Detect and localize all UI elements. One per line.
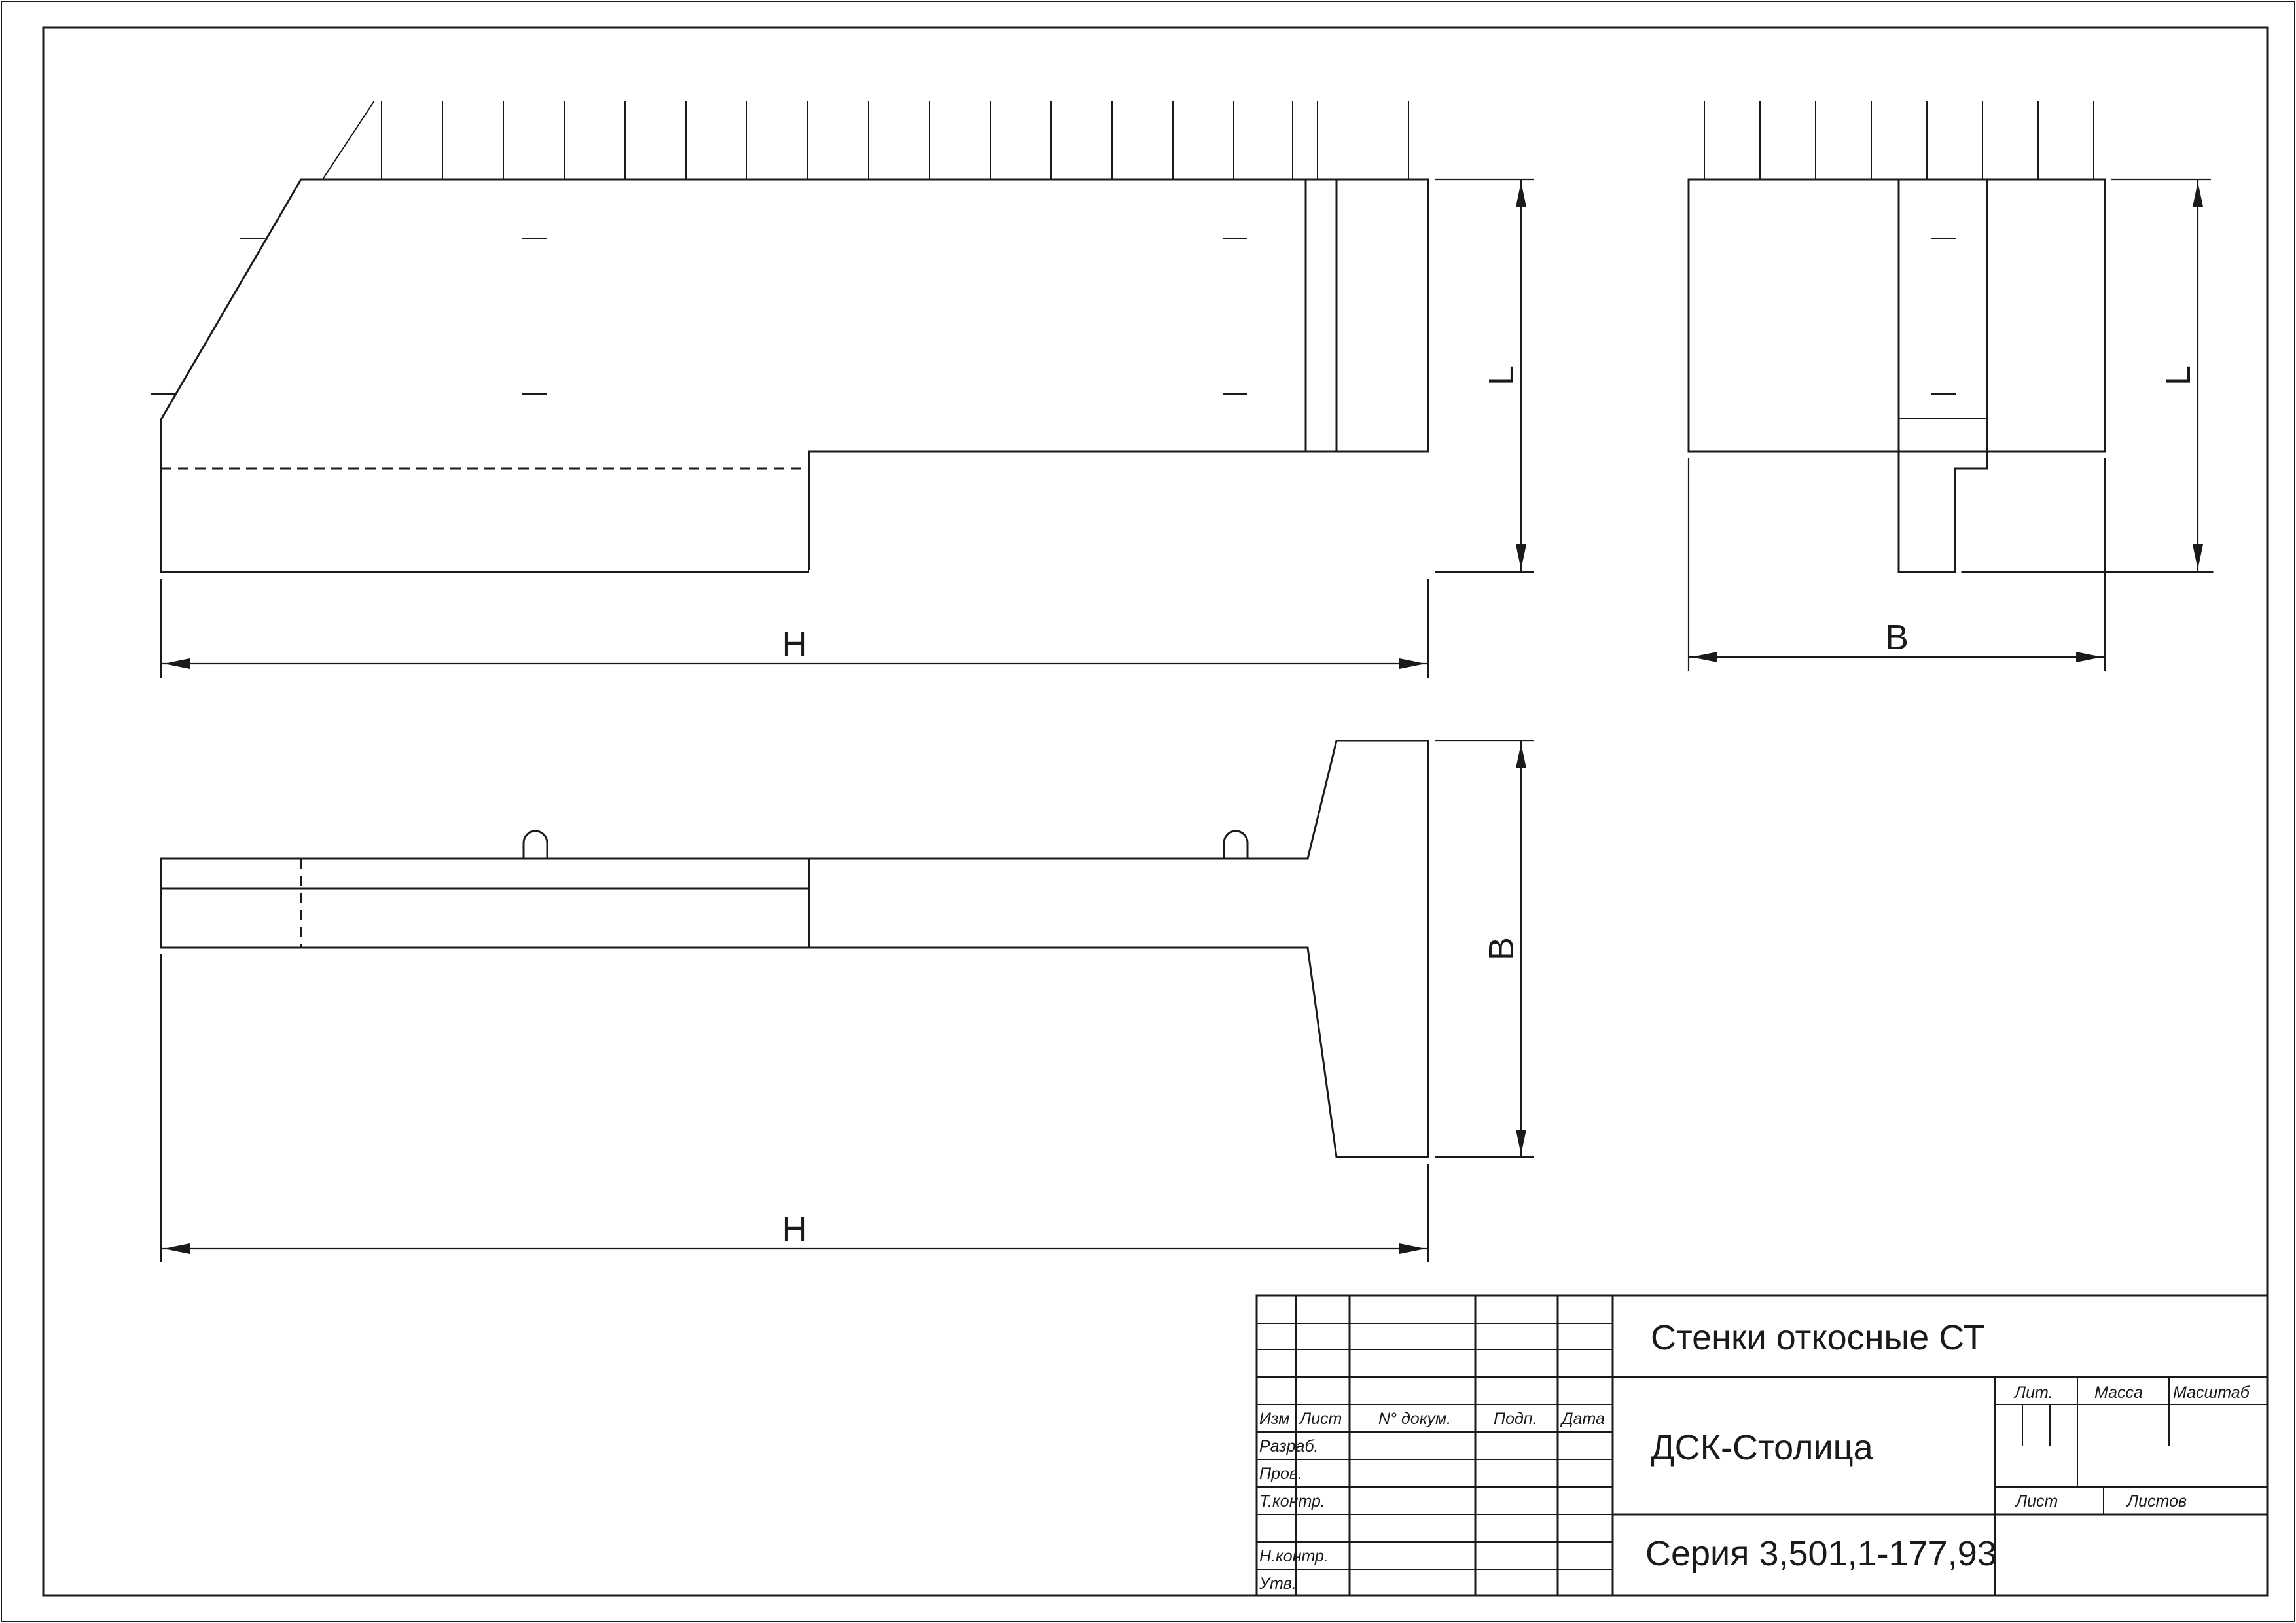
drawing-frame <box>42 26 2269 1597</box>
series-number: Серия 3,501,1-177,93 <box>1645 1534 1997 1573</box>
info-lit: Лит. <box>2013 1383 2053 1402</box>
dimension-plan-b: B <box>1435 740 1534 1158</box>
dim-label-l-top: L <box>1482 366 1521 385</box>
lifting-loop-right <box>1223 830 1249 860</box>
side-view <box>1687 101 2214 573</box>
dimension-side-l: L <box>2111 178 2211 572</box>
dimension-top-h: H <box>160 579 1429 678</box>
role-tech-control: Т.контр. <box>1259 1492 1325 1510</box>
role-developed: Разраб. <box>1259 1437 1318 1455</box>
dim-label-l-side: L <box>2159 366 2198 385</box>
top-view <box>151 100 1429 574</box>
role-approved: Утв. <box>1259 1575 1297 1593</box>
dim-label-h-top: H <box>782 624 808 664</box>
dim-label-b-plan: B <box>1482 937 1521 961</box>
info-sheet: Лист <box>2015 1492 2058 1510</box>
dimension-plan-h: H <box>160 954 1429 1262</box>
dimension-side-b: B <box>1687 458 2106 671</box>
lifting-loop-left <box>522 830 548 860</box>
drawing-title: Стенки откосные СТ <box>1651 1318 1984 1357</box>
info-sheets: Листов <box>2126 1492 2187 1510</box>
hdr-date: Дата <box>1560 1410 1605 1428</box>
hdr-doc: N° докум. <box>1378 1410 1451 1428</box>
info-scale: Масштаб <box>2173 1383 2250 1402</box>
hdr-izm: Изм <box>1259 1410 1289 1428</box>
dim-label-h-plan: H <box>782 1209 808 1249</box>
plan-view <box>160 740 1429 1158</box>
hdr-list: Лист <box>1299 1410 1342 1428</box>
hdr-sign: Подп. <box>1494 1410 1537 1428</box>
role-checked: Пров. <box>1259 1465 1302 1483</box>
organization-name: ДСК-Столица <box>1651 1428 1874 1467</box>
top-view-rebar <box>322 100 1409 180</box>
info-mass: Масса <box>2094 1383 2143 1402</box>
title-block: Изм Лист N° докум. Подп. Дата Разраб. Пр… <box>1255 1294 2269 1597</box>
dimension-top-l: L <box>1435 178 1534 573</box>
dim-label-b-side: B <box>1885 618 1909 657</box>
role-norm-control: Н.контр. <box>1259 1547 1329 1565</box>
